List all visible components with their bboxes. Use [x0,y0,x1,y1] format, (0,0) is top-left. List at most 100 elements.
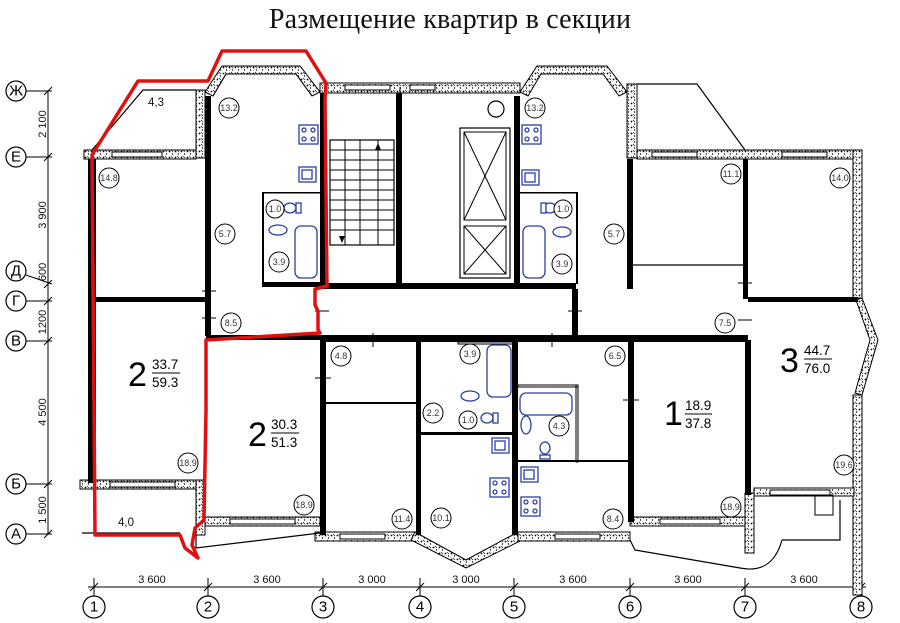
svg-text:3.9: 3.9 [273,257,286,267]
room-area-badge: 3.9 [268,251,290,273]
col-axis-2: 2 [196,578,220,619]
apartment-label-4: 3 44.7 76.0 [780,342,832,380]
row-axis-a: А [5,523,53,545]
room-area-badge: 1.0 [553,199,573,219]
column-axis: 1 2 3 4 5 6 7 8 3 600 3 600 3 000 3 000 … [82,574,873,619]
door-marks [202,87,752,401]
stove-icon [521,124,542,145]
room-area-badge: 5.7 [603,223,625,245]
row-dim: 3 900 [37,201,49,229]
svg-text:В: В [11,333,21,350]
svg-text:51.3: 51.3 [271,435,297,450]
apartment-label-1: 2 33.7 59.3 [128,356,180,394]
stove-icon [298,124,319,145]
row-axis-e: Е [5,146,53,168]
col-axis-7: 7 [733,578,757,619]
washbasin-icon [460,390,480,402]
exterior-walls [79,65,879,596]
svg-text:6: 6 [626,599,634,616]
room-areas: 13.2 14.8 1.0 5.7 3.9 8.5 13.2 1.0 5.7 3… [98,97,855,530]
balcony-area-label: 4,3 [148,97,164,109]
row-dim: 1 500 [37,496,49,524]
washbasin-icon [520,415,532,435]
room-area-badge: 5.7 [214,223,236,245]
room-area-badge: 11.1 [720,163,742,185]
svg-text:6.5: 6.5 [609,351,622,361]
svg-text:2.2: 2.2 [427,408,440,418]
svg-text:18.9: 18.9 [722,502,740,512]
col-axis-4: 4 [408,578,432,619]
svg-text:11.1: 11.1 [723,169,740,179]
apartment-label-2: 2 30.3 51.3 [248,416,299,454]
col-axis-6: 6 [618,578,642,619]
col-dim: 3 600 [790,574,818,586]
row-axis-b: Б [5,473,53,495]
svg-text:14.0: 14.0 [831,173,849,183]
col-axis-3: 3 [311,578,335,619]
toilet-icon [480,412,499,424]
row-axis: Ж Е Д Г В Б А [5,80,53,545]
col-axis-5: 5 [502,578,526,619]
fixtures [268,124,573,517]
col-dim: 3 600 [674,574,702,586]
svg-text:18.9: 18.9 [295,500,313,510]
washbasin-icon [552,226,572,238]
svg-text:1.0: 1.0 [462,415,475,425]
row-axis-g: Г [5,290,53,312]
staircase [329,139,395,246]
svg-text:1: 1 [90,599,98,616]
svg-text:8.4: 8.4 [607,514,620,524]
room-area-badge: 1.0 [458,410,478,430]
room-area-badge: 2.2 [422,402,444,424]
row-dim: 4 500 [37,398,49,426]
bathtub-icon [522,225,546,279]
toilet-icon [539,441,551,460]
room-area-badge: 1.0 [265,199,285,219]
svg-text:76.0: 76.0 [804,361,830,376]
svg-text:Е: Е [11,149,21,166]
washbasin-icon [268,224,288,236]
col-dim: 3 600 [138,574,166,586]
row-axis-d: Д [5,260,53,289]
room-area-badge: 14.0 [829,167,851,189]
row-dim: 1200 [37,310,49,334]
toilet-icon [283,202,302,214]
plan-title: Размещение квартир в секции [268,4,632,35]
svg-text:18.9: 18.9 [685,398,711,413]
highlighted-apartment-outline [90,49,329,560]
room-area-badge: 13.2 [524,97,546,119]
svg-text:3: 3 [780,342,799,380]
room-area-badge: 4.8 [330,345,352,367]
svg-text:14.8: 14.8 [100,173,118,183]
svg-text:7.5: 7.5 [719,318,732,328]
col-dim: 3 600 [253,574,281,586]
svg-text:2: 2 [128,356,147,394]
room-area-badge: 19.6 [833,454,855,476]
bathtub-icon [294,225,318,279]
room-area-badge: 18.9 [720,496,742,518]
svg-text:4.3: 4.3 [553,421,566,431]
col-dim: 3 000 [358,574,386,586]
svg-text:5.7: 5.7 [608,229,621,239]
svg-text:13.2: 13.2 [526,103,544,113]
room-area-badge: 18.9 [293,494,315,516]
svg-text:2: 2 [204,599,212,616]
svg-text:8.5: 8.5 [225,318,238,328]
svg-text:5.7: 5.7 [219,229,232,239]
interior-walls [96,93,858,535]
svg-text:2: 2 [248,416,267,454]
room-area-badge: 14.8 [98,167,120,189]
svg-text:3.9: 3.9 [464,349,477,359]
row-axis-zh: Ж [5,80,53,102]
axis-label: Ж [9,83,23,100]
balcony-area-label: 4,0 [118,517,134,529]
stove-icon [520,496,541,517]
room-area-badge: 8.4 [602,508,624,530]
room-area-badge: 3.9 [459,343,481,365]
sink-icon [520,466,539,483]
col-axis-1: 1 [82,578,106,619]
room-area-badge: 13.2 [218,97,240,119]
svg-text:3.9: 3.9 [556,259,569,269]
room-area-badge: 3.9 [551,253,573,275]
